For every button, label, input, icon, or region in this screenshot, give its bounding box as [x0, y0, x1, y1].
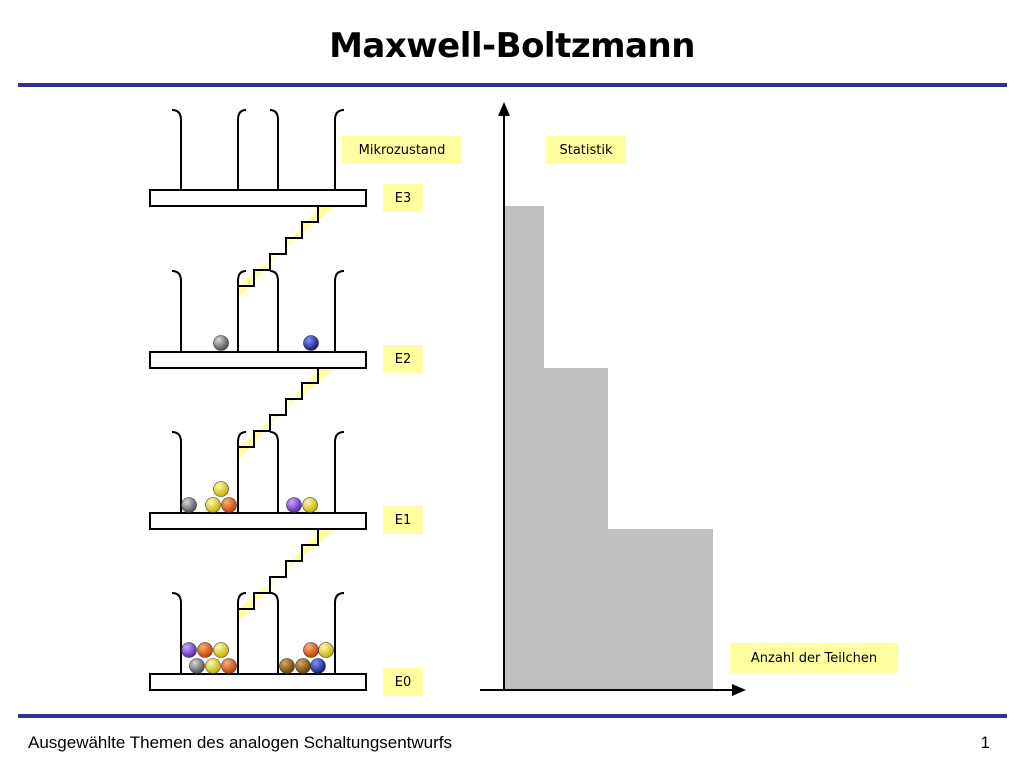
shelf-e2	[149, 270, 367, 369]
shelf-e0	[149, 592, 367, 691]
particle	[181, 497, 197, 513]
level-label-e1: E1	[383, 506, 423, 534]
particle	[279, 658, 295, 674]
staircase-e1-e2	[238, 367, 336, 461]
level-label-e2: E2	[383, 345, 423, 373]
histogram-bar-e2	[505, 368, 608, 530]
particle	[213, 335, 229, 351]
level-label-e3: E3	[383, 184, 423, 212]
particle	[221, 658, 237, 674]
particle	[181, 642, 197, 658]
histogram-bar-e1	[505, 529, 713, 690]
particle	[221, 497, 237, 513]
histogram-bar-e3	[505, 206, 544, 369]
shelf-e3	[149, 109, 367, 207]
particle	[318, 642, 334, 658]
level-label-e0: E0	[383, 668, 423, 696]
particle	[303, 642, 319, 658]
header-rule	[18, 83, 1007, 87]
label-particle-count: Anzahl der Teilchen	[730, 643, 898, 673]
label-statistics: Statistik	[546, 136, 626, 164]
particle	[205, 658, 221, 674]
histogram-axes	[480, 102, 746, 696]
particle	[302, 497, 318, 513]
shelf-e1	[149, 431, 367, 530]
particle	[189, 658, 205, 674]
particle	[310, 658, 326, 674]
slide-title: Maxwell-Boltzmann	[329, 26, 695, 66]
y-axis-arrowhead	[498, 102, 510, 116]
page-number: 1	[980, 733, 990, 752]
footer-text: Ausgewählte Themen des analogen Schaltun…	[28, 733, 453, 752]
particles	[181, 335, 334, 674]
particle	[303, 335, 319, 351]
particle	[205, 497, 221, 513]
energy-shelves	[149, 109, 367, 691]
x-axis-arrowhead	[732, 684, 746, 696]
particle	[286, 497, 302, 513]
staircases	[238, 205, 336, 623]
label-microstate: Mikrozustand	[342, 136, 462, 164]
particle	[197, 642, 213, 658]
particle	[213, 481, 229, 497]
footer-rule	[18, 714, 1007, 718]
particle	[213, 642, 229, 658]
histogram	[505, 206, 713, 690]
staircase-e2-e3	[238, 205, 336, 300]
particle	[295, 658, 311, 674]
staircase-e0-e1	[238, 528, 336, 623]
